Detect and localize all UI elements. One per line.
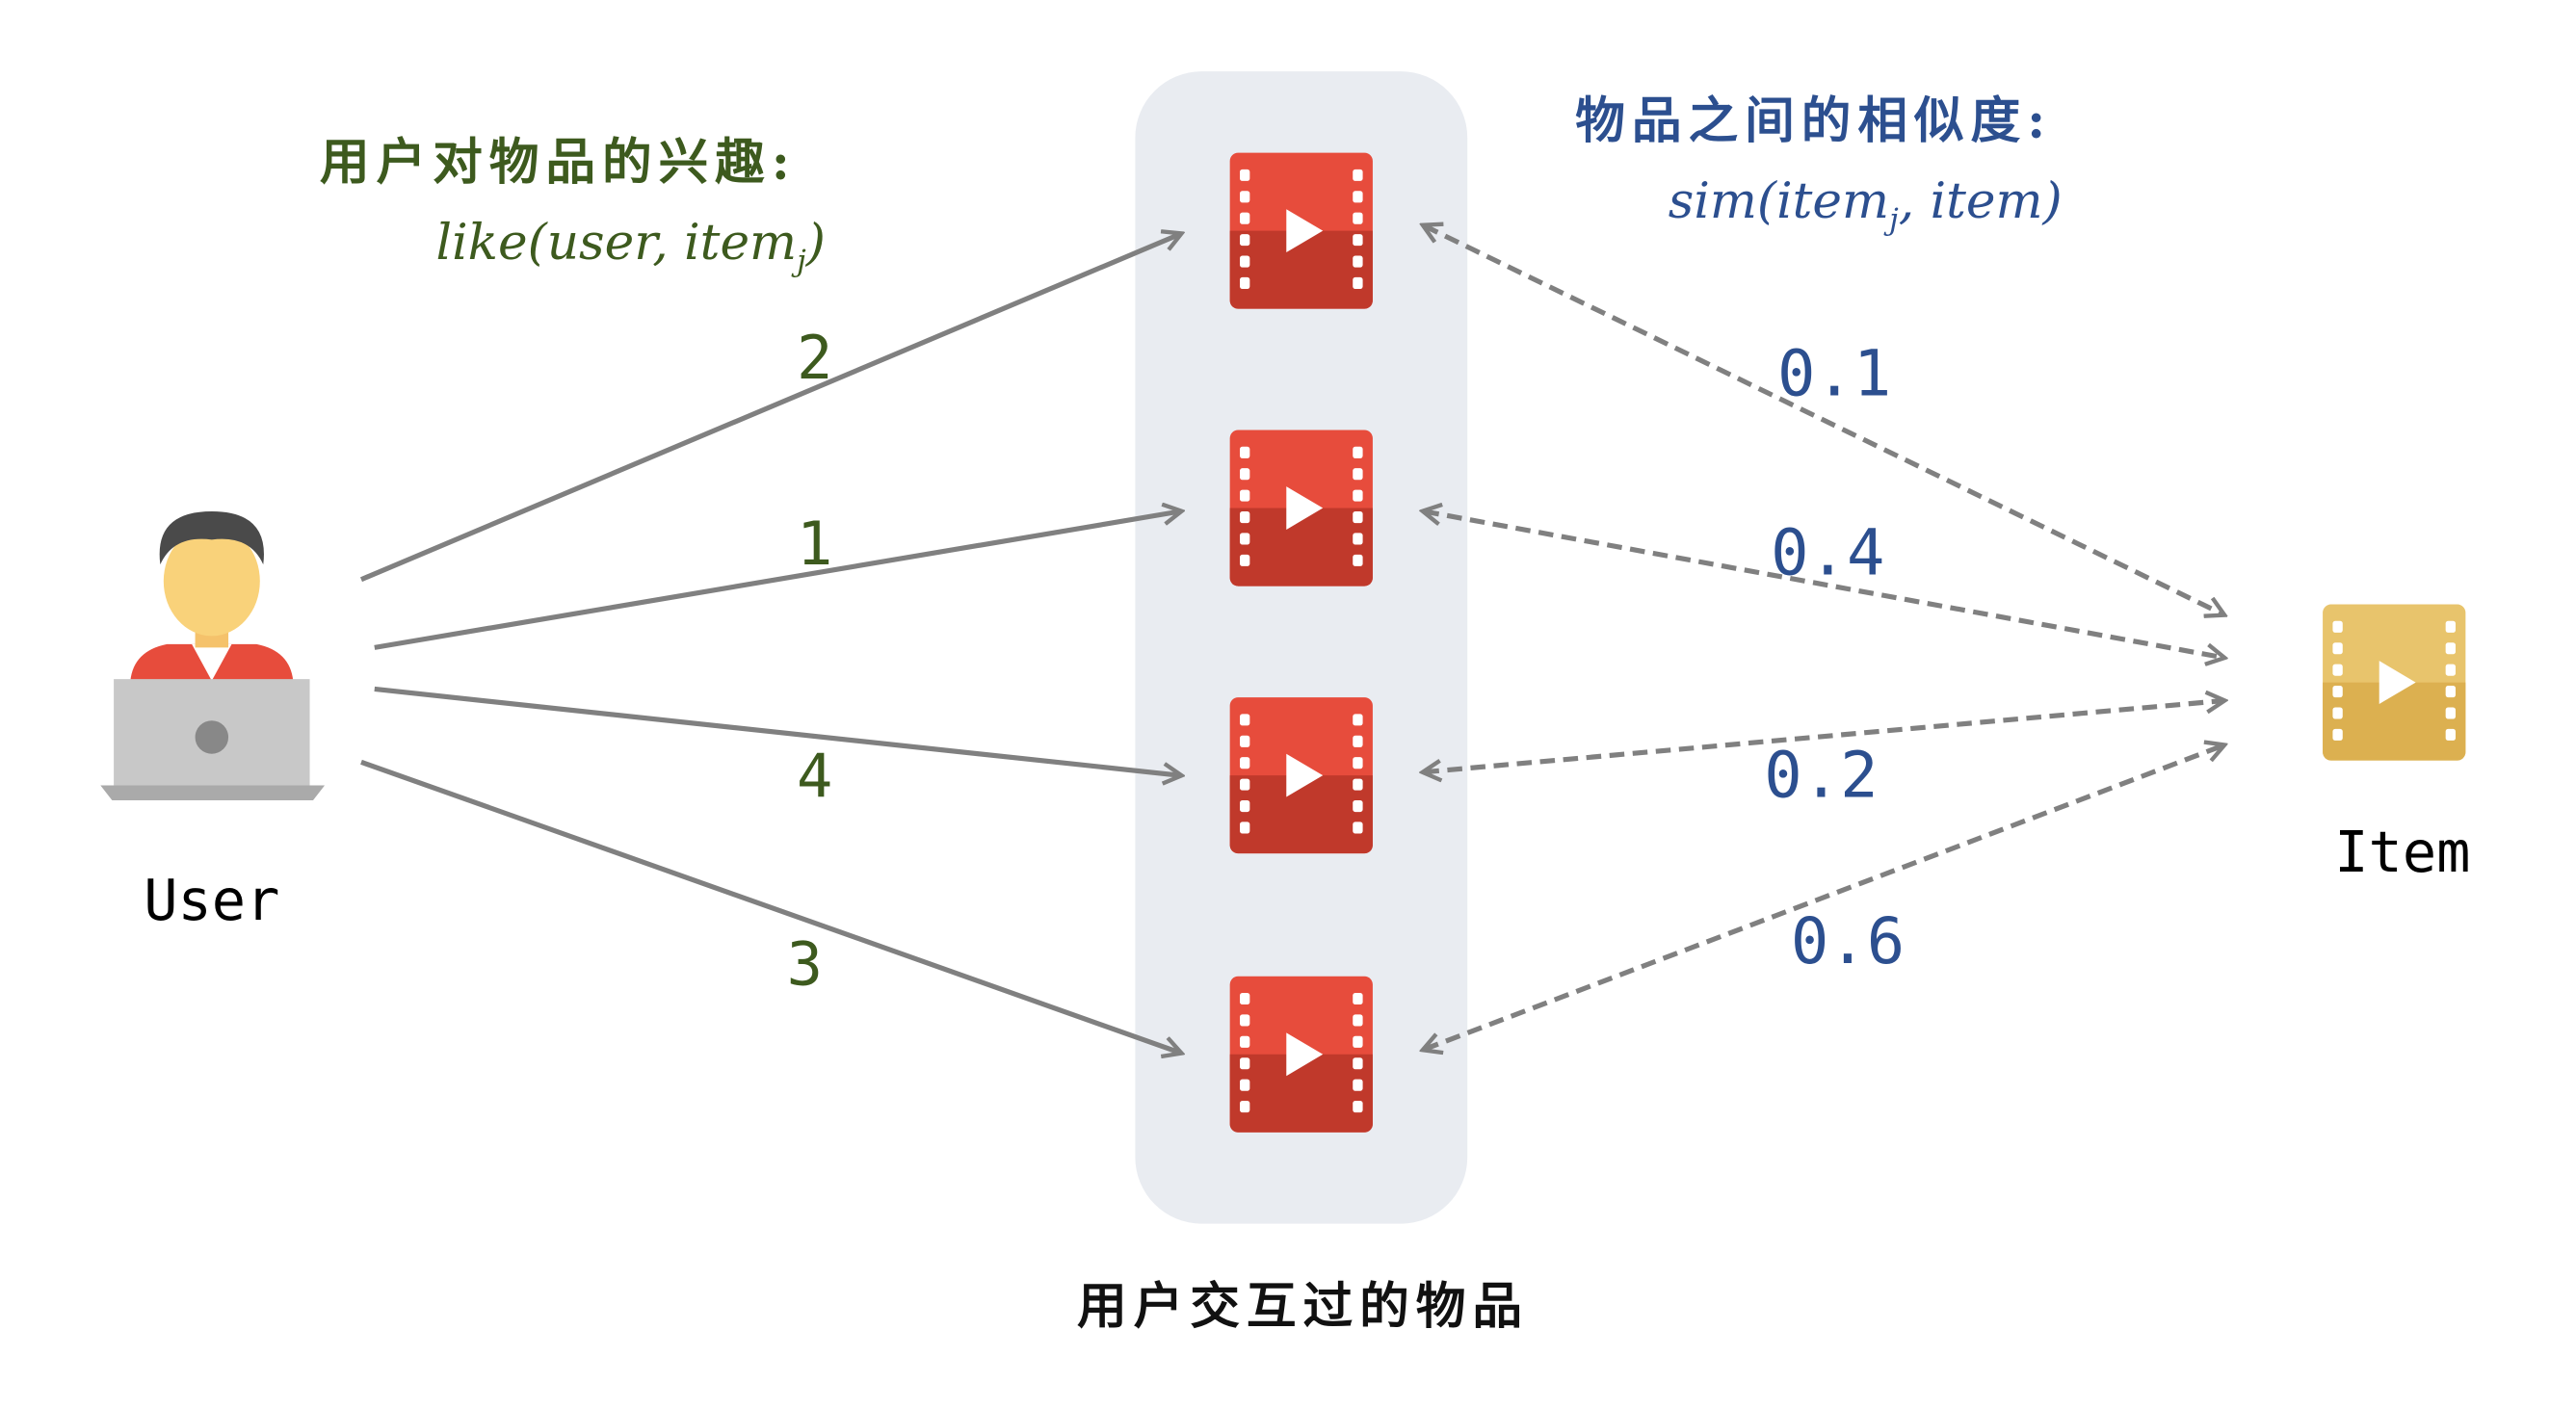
interest-arrow-4: [360, 759, 1180, 1053]
video-icon-3: [1229, 697, 1373, 854]
target-item-video-icon: [2323, 604, 2466, 761]
interest-value-1: 2: [797, 323, 832, 393]
similarity-arrows: [1424, 225, 2222, 1049]
similarity-value-1: 0.1: [1777, 337, 1891, 410]
item-label: Item: [2334, 820, 2470, 885]
interest-value-2: 1: [797, 508, 832, 579]
interest-arrow-3: [374, 686, 1180, 775]
video-icon-4: [1229, 976, 1373, 1133]
interest-value-4: 3: [787, 928, 823, 999]
similarity-value-4: 0.6: [1791, 905, 1905, 978]
user-label: User: [144, 868, 279, 933]
similarity-formula: sim(itemj, item): [1669, 172, 2063, 237]
video-icon-1: [1229, 152, 1373, 309]
similarity-arrow-2: [1424, 511, 2222, 658]
similarity-arrow-3: [1424, 701, 2222, 772]
interest-value-3: 4: [797, 742, 832, 812]
interacted-items-panel: [1135, 71, 1468, 1224]
interest-arrow-2: [374, 511, 1180, 650]
similarity-value-2: 0.4: [1771, 517, 1884, 590]
user-icon: [100, 511, 326, 800]
similarity-arrow-4: [1424, 745, 2222, 1050]
similarity-value-3: 0.2: [1764, 740, 1878, 813]
interest-formula: like(user, itemj): [436, 214, 826, 278]
interest-title: 用户对物品的兴趣:: [320, 133, 797, 192]
interest-arrow-1: [359, 234, 1180, 583]
similarity-arrow-1: [1424, 225, 2222, 613]
interacted-items-caption: 用户交互过的物品: [1077, 1277, 1529, 1336]
video-icon-2: [1229, 430, 1373, 587]
interest-arrows: [359, 234, 1180, 1053]
similarity-title: 物品之间的相似度:: [1575, 91, 2052, 150]
